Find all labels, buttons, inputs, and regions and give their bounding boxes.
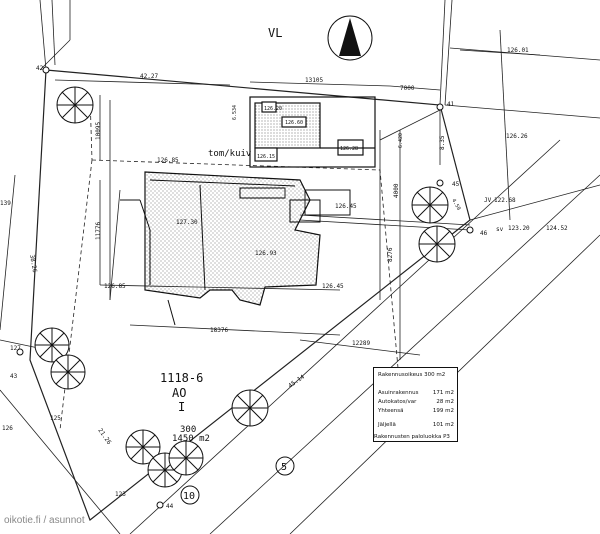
dimension: 126: [2, 425, 13, 432]
dimension: 122.68: [494, 197, 516, 204]
dimension: 127.30: [176, 219, 198, 226]
dimension: 126.45: [335, 203, 357, 210]
plot-number: 1118-6: [160, 371, 203, 385]
dimension: 10095: [95, 122, 102, 140]
dimension: 126.45: [322, 283, 344, 290]
point-label: 41: [447, 101, 455, 108]
point-label: 46: [480, 230, 488, 237]
circled-number: 10: [183, 491, 195, 502]
dimension: 8276: [387, 247, 394, 262]
watermark: oikotie.fi / asunnot: [4, 515, 85, 526]
roman-numeral: I: [178, 400, 185, 414]
dimension: 126.85: [104, 283, 126, 290]
dimension: 4.50: [450, 198, 461, 211]
dimension: 6.420: [398, 133, 404, 148]
dimension: 123.20: [508, 225, 530, 232]
dimension: 38.26: [28, 254, 38, 273]
dimension: 18376: [210, 327, 228, 334]
dimension: 126.20: [264, 106, 282, 112]
dimension: 126.93: [255, 250, 277, 257]
dimension: 8.35: [439, 135, 446, 150]
point-label: 123: [115, 491, 126, 498]
point-label: 45: [452, 181, 460, 188]
dimension: 126.15: [257, 154, 275, 160]
road-label: VL: [268, 26, 282, 40]
building-label: tom/kuiv: [208, 149, 251, 159]
dimension: 21.26: [96, 427, 112, 446]
site-dims: 1450 m2: [172, 434, 210, 444]
point-label: 127: [10, 345, 21, 352]
dimension: 12289: [352, 340, 370, 347]
dimension: 13105: [305, 77, 323, 84]
dimension: 6.534: [232, 105, 238, 120]
point-label: 44: [166, 503, 174, 510]
dimension: 126.01: [507, 47, 529, 54]
site-area: 300: [180, 425, 196, 435]
dimension: 126.28: [340, 146, 358, 152]
dimension: sv: [496, 226, 504, 233]
dimension: 126.26: [506, 133, 528, 140]
point-label: 125: [50, 415, 61, 422]
area-table-title: Rakennusoikeus 300 m2: [378, 372, 446, 378]
fire-class-caption: Rakennusten paloluokka P3: [374, 434, 450, 440]
dimension: 126.60: [285, 120, 303, 126]
dimension: 11776: [95, 222, 102, 240]
point-label: 42: [36, 65, 44, 72]
dimension: 126.85: [157, 157, 179, 164]
point-label: 139: [0, 200, 11, 207]
dimension: 42.27: [140, 73, 158, 80]
zone-code: AO: [172, 386, 186, 400]
dimension: 45.14: [287, 373, 306, 389]
circled-number: 5: [281, 462, 287, 473]
dimension: 7000: [400, 85, 415, 92]
dimension: 4000: [393, 183, 400, 198]
point-label: 43: [10, 373, 18, 380]
dimension: JV: [484, 197, 492, 204]
north-arrow-icon: [327, 15, 373, 61]
dimension: 124.52: [546, 225, 568, 232]
